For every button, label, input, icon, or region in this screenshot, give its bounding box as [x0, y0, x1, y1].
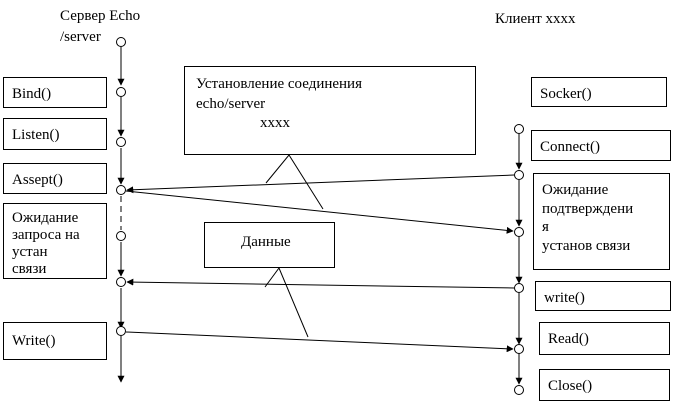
- connect-box: Connect(): [531, 130, 671, 161]
- listen-box: Listen(): [3, 118, 107, 150]
- message-arrows: [125, 174, 515, 353]
- connection-callout-legend: xxxx: [260, 115, 290, 131]
- callout-pointers: [264, 154, 324, 338]
- socket-box: Socker(): [531, 77, 667, 107]
- data-callout: Данные: [204, 222, 335, 268]
- connection-callout: Установление соединения echo/server xxxx: [184, 66, 476, 155]
- server-title-path: /server: [60, 29, 101, 45]
- bind-box: Bind(): [3, 77, 107, 108]
- client-nodes: [514, 124, 524, 395]
- server-write-box: Write(): [3, 322, 107, 360]
- server-wait-box: Ожидание запроса на устан связи: [3, 203, 107, 279]
- client-title: Клиент xxxx: [495, 11, 576, 27]
- server-title: Сервер Echo: [60, 8, 141, 24]
- close-box: Close(): [539, 369, 670, 401]
- server-nodes: [116, 37, 126, 336]
- client-wait-box: Ожидание подтверждени я установ связи: [533, 173, 670, 270]
- connection-callout-service: echo/server: [196, 96, 266, 112]
- accept-box: Assept(): [3, 163, 107, 194]
- client-write-box: write(): [535, 281, 671, 311]
- connection-callout-title: Установление соединения: [196, 76, 362, 92]
- read-box: Read(): [539, 322, 670, 355]
